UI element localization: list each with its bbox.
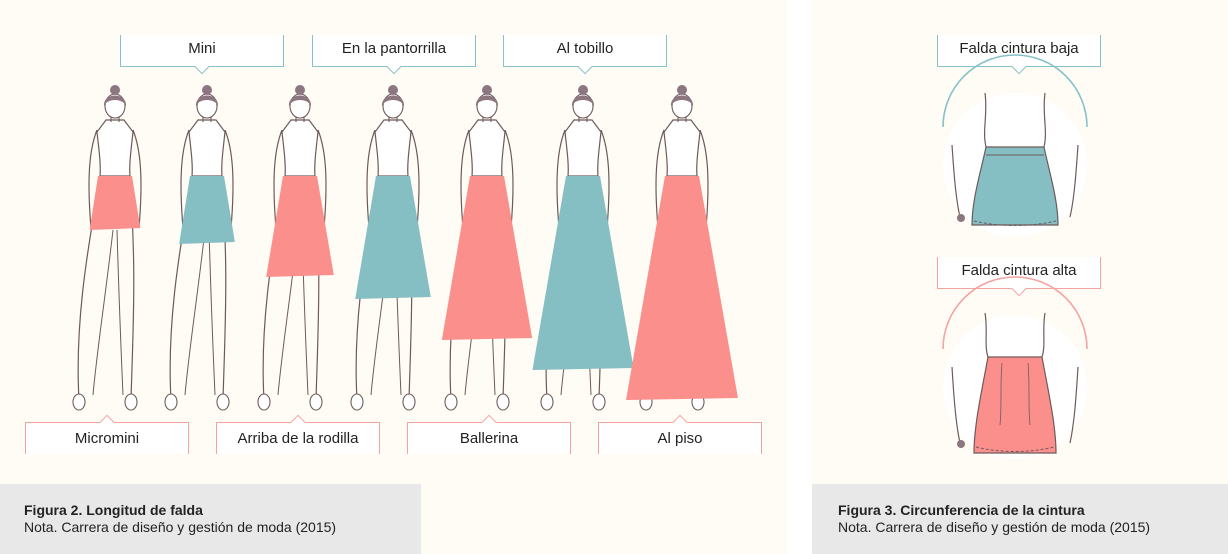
label-ballerina: Ballerina bbox=[407, 414, 571, 454]
low-waist-illustration bbox=[942, 54, 1088, 237]
low-waist-arc bbox=[942, 54, 1088, 128]
skirt-en-la-pantorrilla bbox=[355, 176, 431, 299]
label-arriba-de-la-rodilla: Arriba de la rodilla bbox=[216, 414, 380, 454]
figure-ballerina bbox=[441, 85, 533, 411]
figure-en-la-pantorrilla bbox=[350, 85, 431, 411]
figure-al-tobillo bbox=[532, 85, 634, 411]
low-waist-skirt bbox=[971, 146, 1059, 226]
figure-arriba-de-la-rodilla bbox=[257, 85, 334, 411]
high-waist-illustration bbox=[942, 276, 1088, 459]
skirt-ballerina bbox=[441, 176, 533, 340]
figure-2-caption-title: Figura 2. Longitud de falda bbox=[24, 502, 203, 518]
figure-2-caption: Figura 2. Longitud de falda Nota. Carrer… bbox=[0, 484, 421, 554]
figure-3-caption-title: Figura 3. Circunferencia de la cintura bbox=[838, 502, 1085, 518]
label-al-tobillo: Al tobillo bbox=[503, 35, 667, 75]
high-waist-skirt bbox=[973, 356, 1057, 454]
skirt-mini bbox=[179, 176, 235, 244]
label-falda-cintura-alta: Falda cintura alta bbox=[937, 257, 1101, 297]
figure-3-caption: Figura 3. Circunferencia de la cintura N… bbox=[812, 484, 1228, 554]
skirt-al-tobillo bbox=[532, 176, 634, 370]
label-en-la-pantorrilla: En la pantorrilla bbox=[312, 35, 476, 75]
skirt-arriba-de-la-rodilla bbox=[266, 176, 334, 277]
figure-3-caption-note: Nota. Carrera de diseño y gestión de mod… bbox=[838, 519, 1151, 535]
high-waist-arc bbox=[942, 276, 1088, 350]
skirt-length-figures bbox=[72, 85, 738, 411]
label-micromini: Micromini bbox=[25, 414, 189, 454]
figure-al-piso bbox=[626, 85, 738, 411]
label-al-piso: Al piso bbox=[598, 414, 762, 454]
figure-micromini bbox=[72, 85, 142, 411]
skirt-al-piso bbox=[626, 176, 738, 400]
skirt-micromini bbox=[89, 176, 141, 230]
figure-mini bbox=[164, 85, 235, 411]
label-mini: Mini bbox=[120, 35, 284, 75]
figure-2-caption-note: Nota. Carrera de diseño y gestión de mod… bbox=[24, 519, 337, 535]
label-falda-cintura-baja: Falda cintura baja bbox=[937, 35, 1101, 75]
